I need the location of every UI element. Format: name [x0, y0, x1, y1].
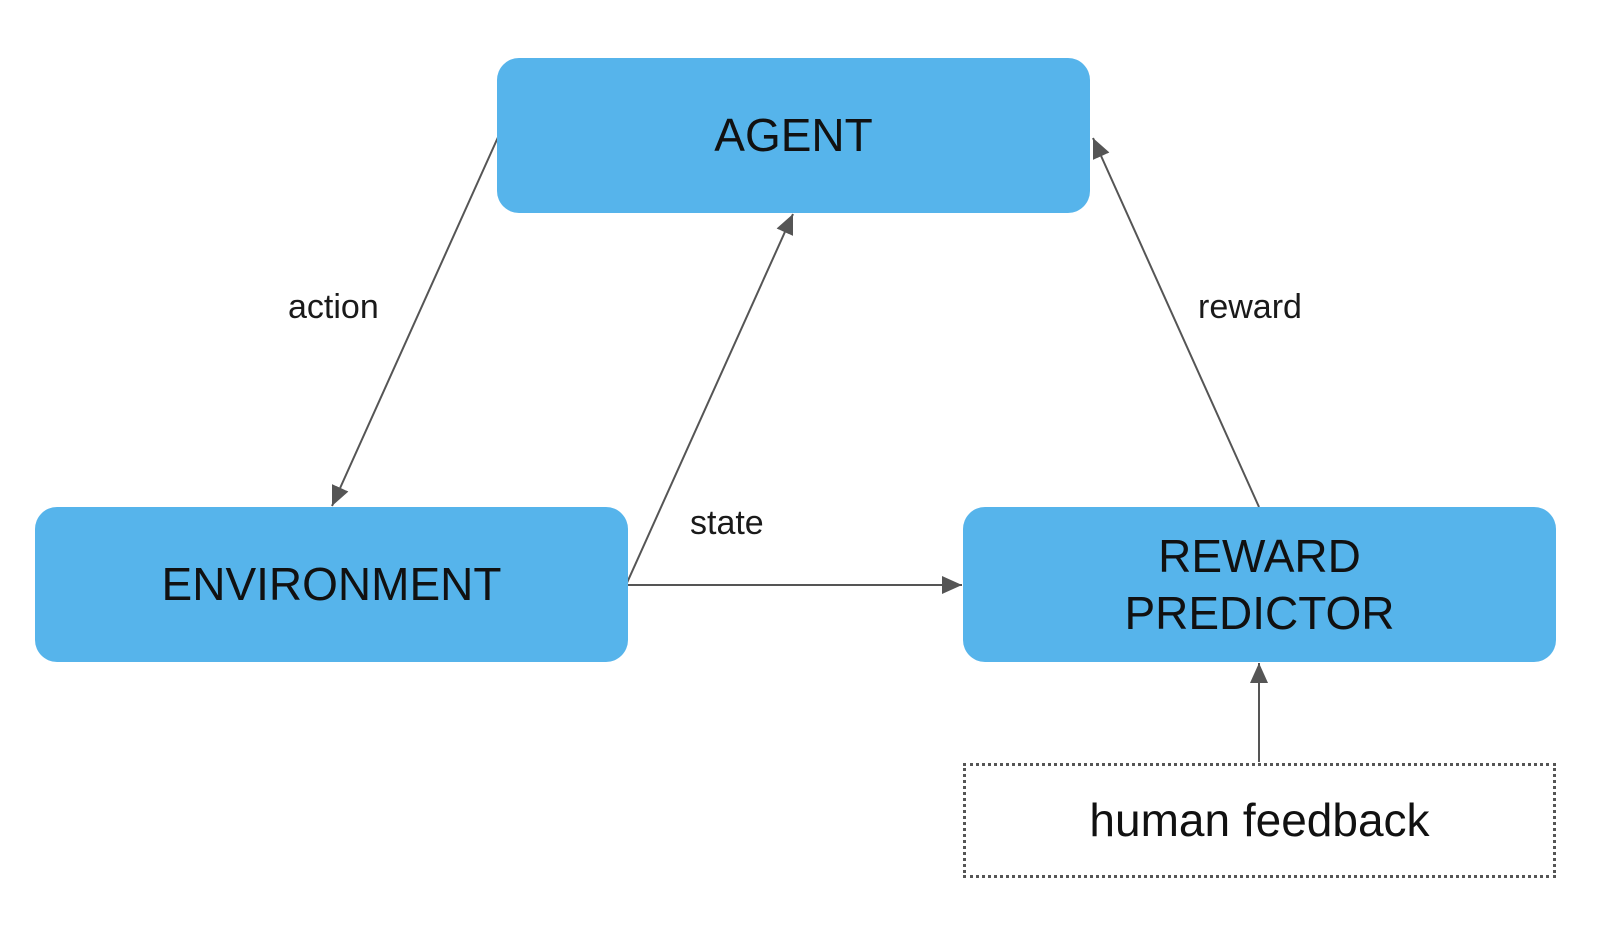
reward-edge-label: reward	[1198, 288, 1302, 326]
arrow-reward	[1092, 137, 1260, 508]
agent-node: AGENT	[497, 58, 1090, 213]
environment-label: ENVIRONMENT	[161, 558, 502, 611]
arrow-state-to-agent	[625, 213, 794, 586]
reward-predictor-node: REWARD PREDICTOR	[963, 507, 1556, 662]
agent-label: AGENT	[714, 109, 873, 162]
arrow-action	[331, 134, 500, 507]
human-feedback-label: human feedback	[1089, 794, 1430, 847]
state-edge-label: state	[690, 504, 764, 542]
human-feedback-node: human feedback	[963, 763, 1556, 878]
action-edge-label: action	[288, 288, 379, 326]
environment-node: ENVIRONMENT	[35, 507, 628, 662]
reward-predictor-label: REWARD PREDICTOR	[1124, 530, 1395, 639]
